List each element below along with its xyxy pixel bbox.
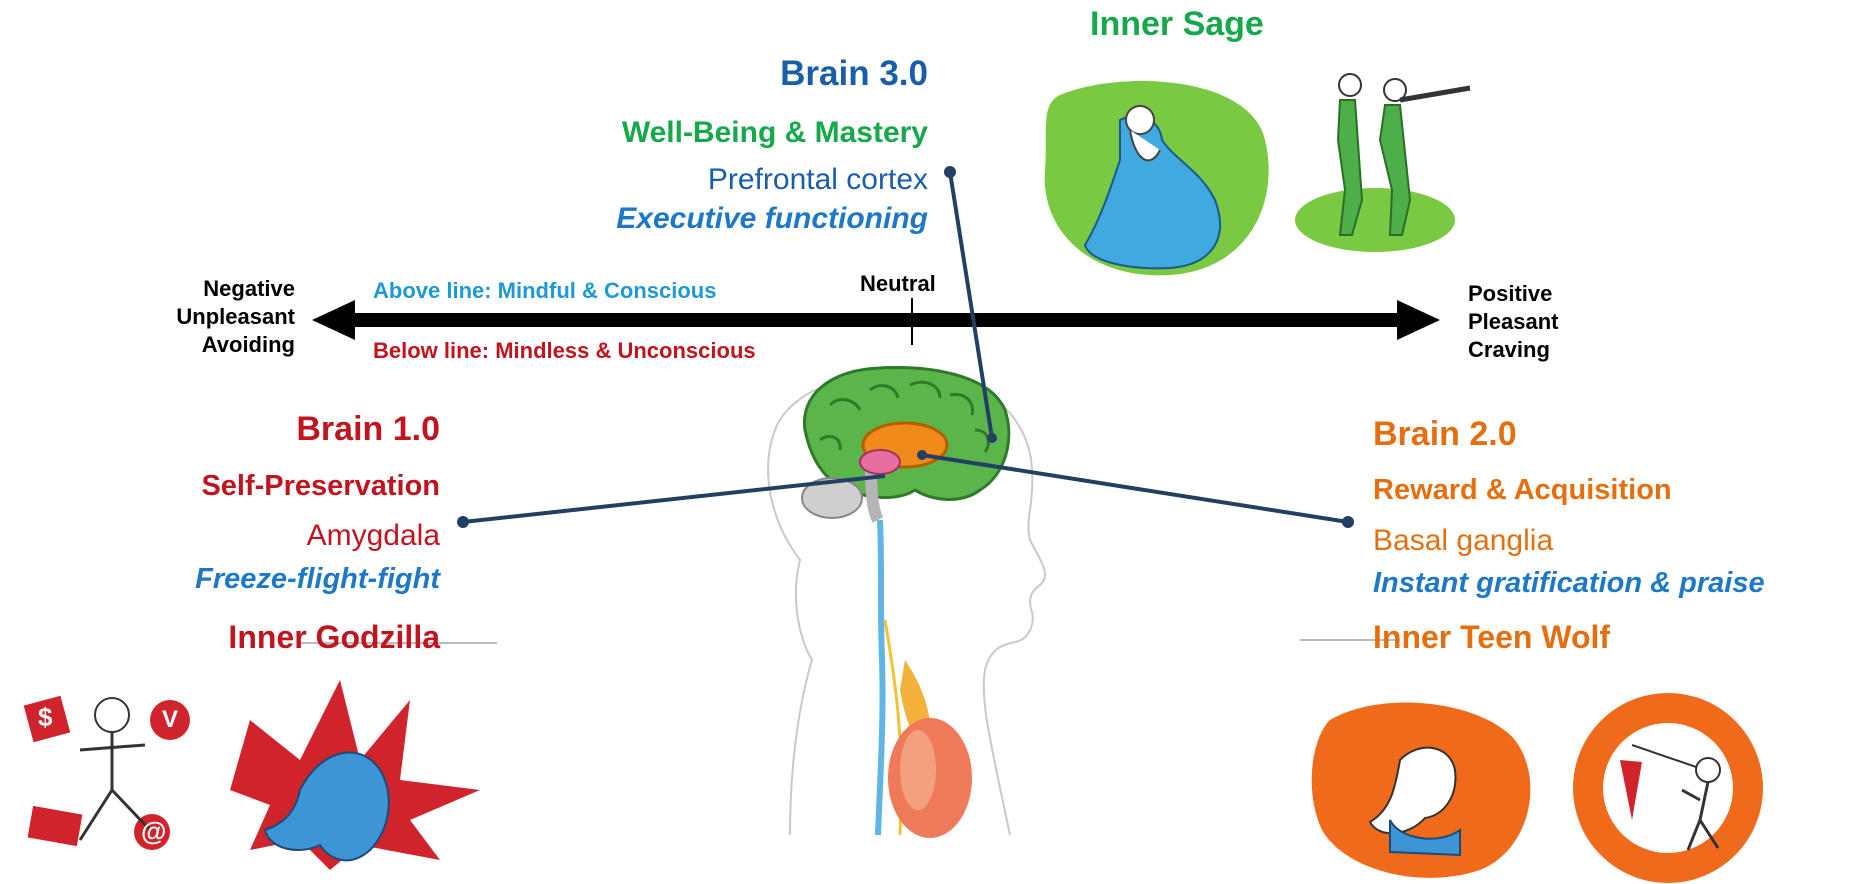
axis-left-label-1: Negative xyxy=(176,275,295,303)
below-line-label: Below line: Mindless & Unconscious xyxy=(373,338,756,364)
brain2-dot xyxy=(1342,516,1354,528)
brain1-dot xyxy=(457,516,469,528)
axis-right-label-1: Positive xyxy=(1468,280,1559,308)
axis-right-label-2: Pleasant xyxy=(1468,308,1559,336)
brain1-title: Brain 1.0 xyxy=(296,410,440,449)
axis-left-label-2: Unpleasant xyxy=(176,303,295,331)
brain-illustration xyxy=(802,367,1009,520)
brain3-block: Brain 3.0 xyxy=(480,54,928,94)
brain2-function: Instant gratification & praise xyxy=(1373,567,1765,600)
brain3-title: Brain 3.0 xyxy=(480,54,928,94)
godzilla-illustration xyxy=(230,680,480,870)
at-icon: @ xyxy=(141,816,166,847)
axis-right-label-3: Craving xyxy=(1468,336,1559,364)
axis-negative-labels: Negative Unpleasant Avoiding xyxy=(176,275,295,359)
brain3-function: Executive functioning xyxy=(616,202,928,236)
arrow-right-head xyxy=(1397,300,1440,340)
spinal-cord xyxy=(878,520,883,835)
brain2-region: Basal ganglia xyxy=(1373,524,1553,558)
teen-wolf-illustration xyxy=(1312,703,1531,878)
inner-teen-wolf-label: Inner Teen Wolf xyxy=(1373,619,1610,656)
brain2-title: Brain 2.0 xyxy=(1373,415,1517,454)
neutral-label: Neutral xyxy=(860,271,936,297)
inner-godzilla-label: Inner Godzilla xyxy=(228,619,440,656)
brain1-function: Freeze-flight-fight xyxy=(195,563,440,596)
axis-positive-labels: Positive Pleasant Craving xyxy=(1468,280,1559,364)
amygdala xyxy=(860,450,900,474)
brain1-subtitle: Self-Preservation xyxy=(201,470,440,503)
brain3-dot xyxy=(944,166,956,178)
inner-sage-label: Inner Sage xyxy=(1090,5,1264,44)
sage-illustration xyxy=(1045,81,1269,275)
carrot-chase-illustration xyxy=(1588,708,1748,868)
brain1-region: Amygdala xyxy=(307,519,440,553)
arrow-left-head xyxy=(312,300,355,340)
brain3-region: Prefrontal cortex xyxy=(708,163,928,197)
above-line-label: Above line: Mindful & Conscious xyxy=(373,278,716,304)
dollar-icon: $ xyxy=(38,702,52,733)
brain3-subtitle: Well-Being & Mastery xyxy=(622,116,928,150)
telescope-illustration xyxy=(1295,74,1470,252)
brain2-subtitle: Reward & Acquisition xyxy=(1373,474,1672,507)
v-icon: V xyxy=(162,706,178,734)
axis-left-label-3: Avoiding xyxy=(176,331,295,359)
